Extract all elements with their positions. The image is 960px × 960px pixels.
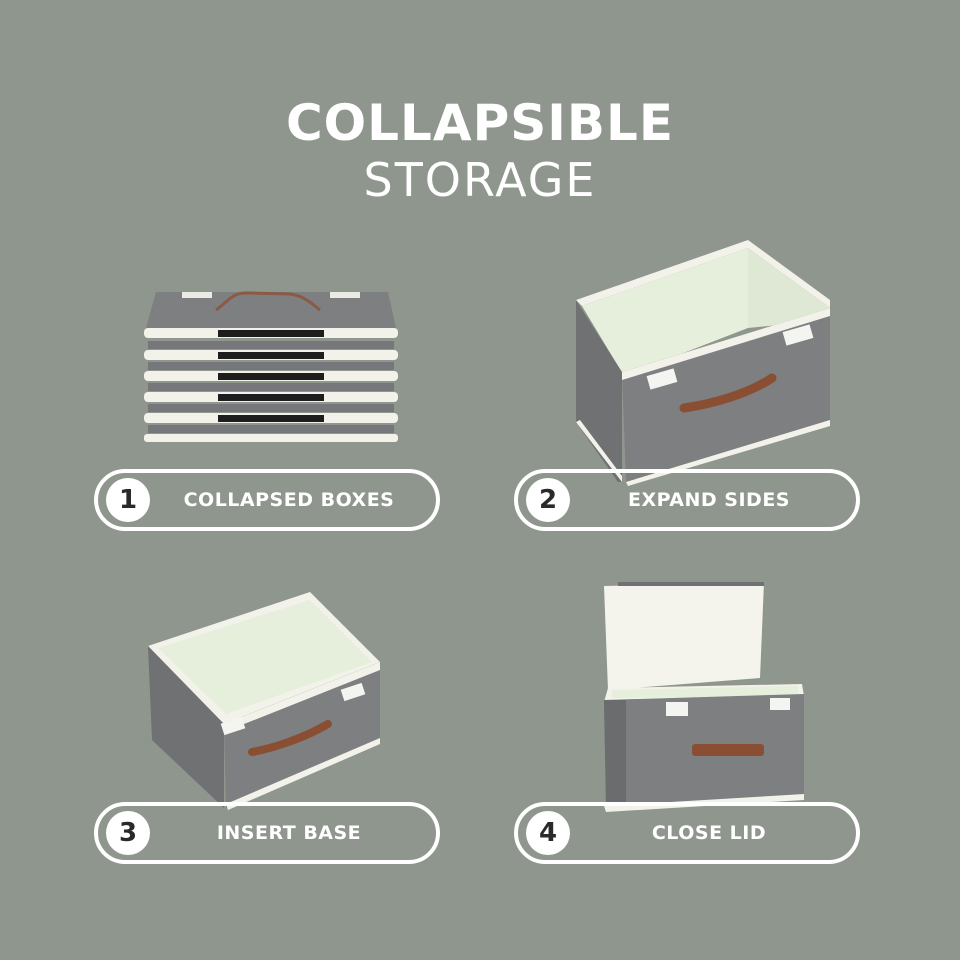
- step-3-insert-base: 3 INSERT BASE: [94, 802, 440, 864]
- box-with-lid-illustration: [598, 580, 810, 818]
- step-label: EXPAND SIDES: [628, 489, 790, 511]
- step-number-badge: 4: [526, 811, 570, 855]
- step-4-close-lid: 4 CLOSE LID: [514, 802, 860, 864]
- collapsed-boxes-illustration: [140, 288, 402, 443]
- expanded-box-icon: [576, 240, 830, 486]
- title-line-storage: STORAGE: [363, 153, 597, 207]
- expanded-box-illustration: [572, 236, 834, 486]
- step-label: COLLAPSED BOXES: [183, 489, 395, 511]
- step-label: INSERT BASE: [216, 822, 362, 844]
- box-with-base-illustration: [144, 590, 384, 812]
- box-with-lid-icon: [604, 582, 804, 812]
- step-label: CLOSE LID: [651, 822, 767, 844]
- step-number-badge: 2: [526, 478, 570, 522]
- box-with-base-icon: [148, 592, 380, 810]
- step-2-expand-sides: 2 EXPAND SIDES: [514, 469, 860, 531]
- page-title: COLLAPSIBLE STORAGE: [0, 92, 960, 208]
- collapsed-boxes-icon: [144, 291, 398, 442]
- step-1-collapsed-boxes: 1 COLLAPSED BOXES: [94, 469, 440, 531]
- step-number-badge: 3: [106, 811, 150, 855]
- step-number-badge: 1: [106, 478, 150, 522]
- title-line-collapsible: COLLAPSIBLE: [285, 94, 674, 152]
